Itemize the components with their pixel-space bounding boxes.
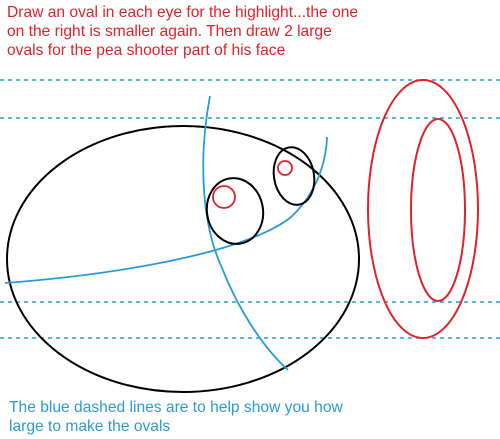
left-eye-highlight: [212, 185, 236, 209]
vertical-guide-curve: [202, 95, 289, 371]
instruction-text: Draw an oval in each eye for the highlig…: [7, 4, 359, 59]
head-oval: [6, 125, 360, 393]
construction-curves: [4, 95, 328, 371]
right-eye-highlight: [277, 160, 293, 176]
footnote-text: The blue dashed lines are to help show y…: [9, 399, 343, 435]
horizontal-guide-curve: [4, 136, 328, 284]
dashed-guide-lines: [0, 79, 500, 339]
pea-shooter-inner-oval: [410, 118, 466, 302]
right-eye-oval: [272, 146, 316, 206]
left-eye-oval: [205, 177, 265, 245]
pea-shooter-outer-oval: [367, 79, 479, 339]
